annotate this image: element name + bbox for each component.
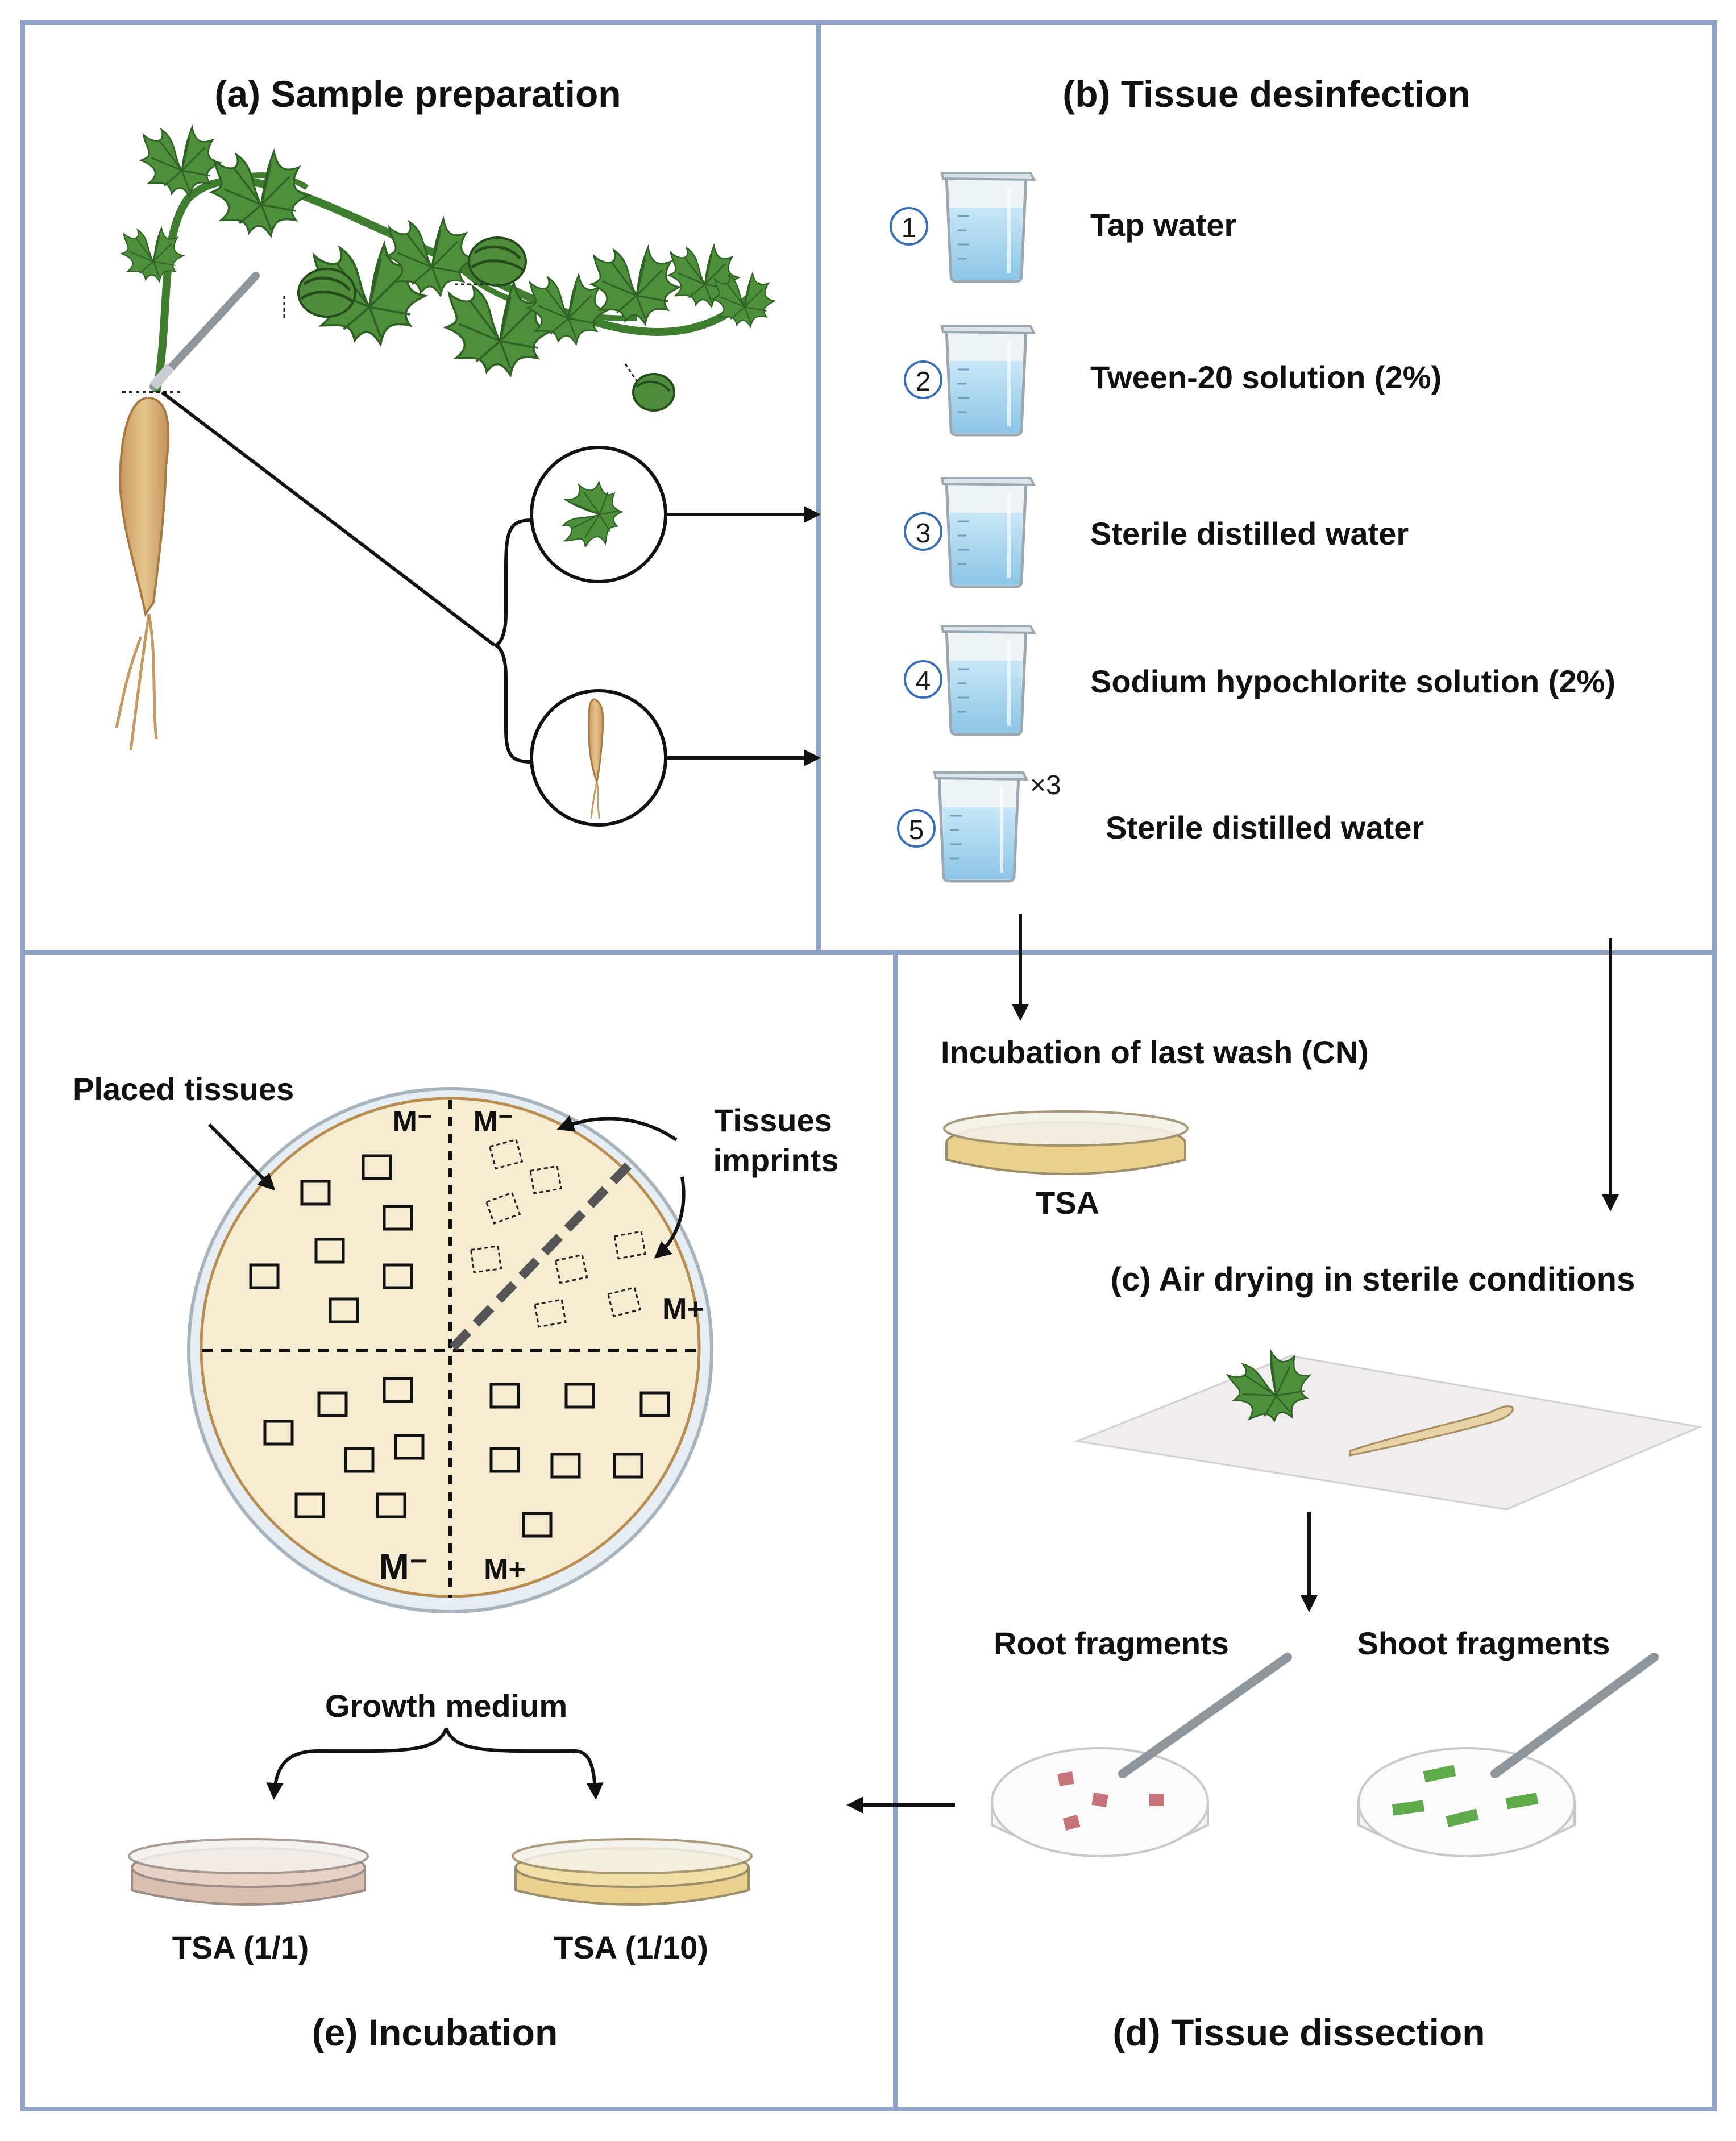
root-fragment [1149, 1794, 1164, 1806]
quadrant-label-right: M+ [662, 1293, 704, 1326]
shoot-fragment [1446, 1808, 1479, 1828]
step-number-circle [890, 207, 928, 246]
step-1: 1 Tap water [890, 173, 1236, 281]
step-3: 3 Sterile distilled water [904, 478, 1409, 587]
root-fragment [1091, 1792, 1108, 1808]
panel-a: (a) Sample preparation [115, 73, 821, 827]
panel-cd-frame [893, 950, 1717, 2111]
beaker-icon [935, 773, 1027, 881]
imprint-arrow-upper [556, 1115, 678, 1142]
imprint-arrow-lower [654, 1176, 686, 1259]
beaker-icon [942, 326, 1034, 435]
step-number: 2 [916, 367, 931, 397]
watermelon-plant-illustration [121, 126, 775, 412]
placed-tissues-label: Placed tissues [73, 1071, 294, 1107]
control-plate-tsa [943, 1110, 1189, 1175]
panel-frames [20, 20, 1717, 2111]
step-4: 4 Sodium hypochlorite solution (2%) [904, 626, 1615, 735]
petri-dish-layout: M⁻ M⁻ M+ M⁻ M+ [187, 1087, 713, 1613]
step-5: 5 ×3 Sterile distilled water [897, 770, 1424, 881]
panel-a-title: (a) Sample preparation [214, 73, 621, 115]
panel-e-title: (e) Incubation [312, 2011, 558, 2053]
scalpel-icon [1490, 1653, 1659, 1778]
growth-medium-label: Growth medium [325, 1688, 567, 1724]
control-plate-label: TSA [1036, 1185, 1099, 1221]
shoot-fragment [1392, 1800, 1425, 1816]
step-number: 1 [902, 213, 917, 243]
shoot-fragment [1423, 1765, 1456, 1783]
root-dissection-dish [991, 1653, 1292, 1857]
step-label: Sterile distilled water [1090, 516, 1409, 551]
imprints-label-line2: imprints [713, 1142, 839, 1178]
root-fragments-label: Root fragments [994, 1625, 1229, 1661]
quadrant-label-top-left: M⁻ [393, 1105, 433, 1138]
step-label: Tween-20 solution (2%) [1090, 359, 1442, 395]
step-number: 4 [916, 666, 931, 696]
panel-c-title: (c) Air drying in sterile conditions [1111, 1261, 1635, 1298]
plate-right-label: TSA (1/10) [554, 1930, 708, 1965]
sample-connectors [161, 391, 821, 766]
panel-e: Placed tissues Tissues imprints [73, 1071, 838, 2053]
shoot-fragments-label: Shoot fragments [1357, 1625, 1610, 1661]
step-2: 2 Tween-20 solution (2%) [904, 326, 1442, 435]
beaker-icon [942, 478, 1034, 587]
step-number-circle [904, 660, 942, 699]
imprints-label-line1: Tissues [714, 1102, 832, 1138]
step-label: Sodium hypochlorite solution (2%) [1090, 663, 1615, 699]
sterile-paper-illustration [1074, 1341, 1703, 1511]
quadrant-label-bottom-left: M⁻ [379, 1546, 428, 1587]
beaker-icon [942, 626, 1034, 735]
panel-cd: Incubation of last wash (CN) TSA (c) Air… [846, 914, 1703, 2053]
plate-tsa-tenth-strength [512, 1838, 753, 1906]
growth-medium-arrow-left [266, 1727, 448, 1800]
quadrant-label-top-right: M⁻ [474, 1105, 514, 1138]
growth-medium-arrow-right [445, 1727, 604, 1800]
panel-b-title: (b) Tissue desinfection [1062, 73, 1471, 115]
placed-tissues-arrow [207, 1123, 276, 1191]
plate-left-label: TSA (1/1) [172, 1930, 309, 1965]
shoot-fragment [1505, 1793, 1539, 1810]
root-sample-icon [588, 698, 604, 819]
scalpel-icon [1118, 1653, 1292, 1778]
shoot-dissection-dish [1357, 1653, 1659, 1857]
step-number-circle [904, 512, 942, 551]
diagonal-divider [450, 1156, 637, 1351]
quadrant-label-bottom-right: M+ [484, 1553, 526, 1586]
step-number: 3 [916, 518, 931, 549]
beaker-icon [942, 173, 1034, 281]
panel-b: (b) Tissue desinfection 1 Tap water 2 Tw… [890, 73, 1615, 881]
step-label: Tap water [1090, 207, 1236, 243]
step-number-circle [904, 360, 942, 399]
step-number-circle [897, 809, 936, 848]
taproot-illustration [115, 396, 170, 751]
root-fragment [1057, 1771, 1074, 1787]
step-label: Sterile distilled water [1106, 810, 1424, 845]
root-fragment [1062, 1815, 1081, 1831]
control-label: Incubation of last wash (CN) [941, 1034, 1369, 1070]
plate-tsa-full-strength [128, 1838, 369, 1906]
panel-d-title: (d) Tissue dissection [1112, 2011, 1485, 2053]
step-number: 5 [909, 815, 924, 845]
step-multiplier: ×3 [1030, 770, 1061, 800]
